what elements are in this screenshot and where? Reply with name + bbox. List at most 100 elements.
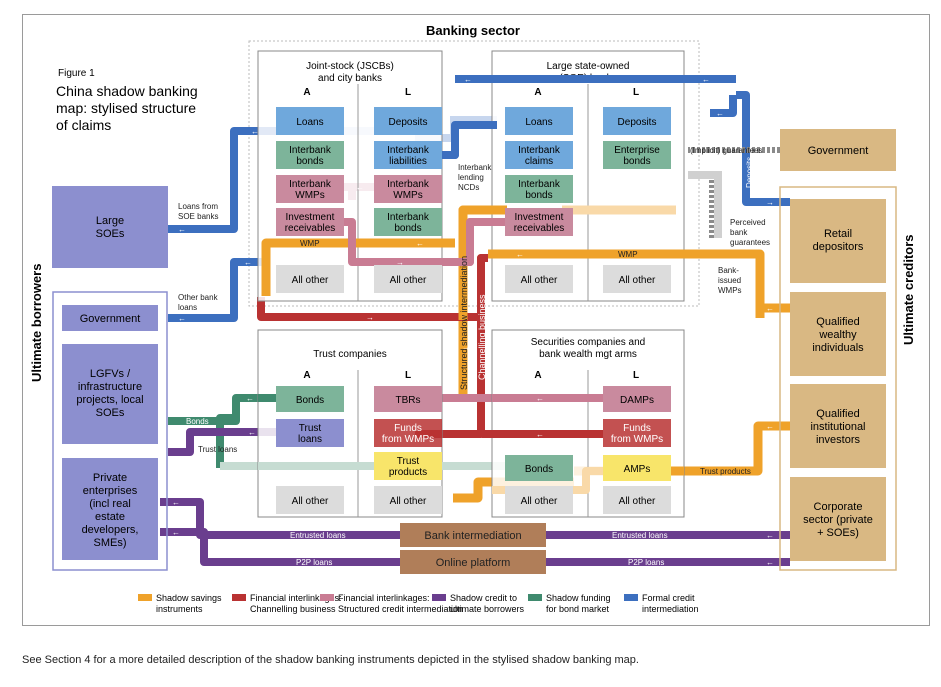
soe-title-1: Large state-owned xyxy=(547,61,630,72)
legend-label-5-1: intermediation xyxy=(642,604,699,614)
legend-label-1-0: Financial interlinkages: xyxy=(250,593,342,603)
arrow-18: ← xyxy=(766,531,774,540)
jscb-all-other-a-box xyxy=(276,265,344,293)
p2p-left-label: P2P loans xyxy=(296,558,332,567)
arrow-6: ← xyxy=(244,258,252,267)
soe-interbank-bonds-box xyxy=(505,175,573,203)
arrow-3: ← xyxy=(251,127,259,136)
online-platform-box xyxy=(400,550,546,574)
trust-tbrs-label: TBRs xyxy=(396,395,421,406)
ultimate-borrowers-label: Ultimate borrowers xyxy=(29,264,44,382)
bonds-to-lgfv-flow xyxy=(168,394,276,425)
arrow-4: ← xyxy=(178,225,186,234)
figure-caption: See Section 4 for a more detailed descri… xyxy=(22,654,639,666)
trust-products-box xyxy=(374,452,442,480)
p2p-right-label: P2P loans xyxy=(628,558,664,567)
soe-enterprise-bonds-box xyxy=(603,141,671,169)
jscb-interbank-bonds-l-box xyxy=(374,208,442,236)
securities-amps-box xyxy=(603,455,671,481)
jscb-col-a: A xyxy=(303,87,310,98)
structured-shadow-label: Structured shadow intermediation xyxy=(459,256,469,390)
arrow-13: ← xyxy=(536,394,544,403)
arrow-7: ← xyxy=(716,109,724,118)
arrow-10: ← xyxy=(516,250,524,259)
soe-loans-box xyxy=(505,107,573,135)
trust-bonds-box xyxy=(276,386,344,412)
legend-label-2-0: Financial interlinkages: xyxy=(338,593,430,603)
borrowers-group-outline xyxy=(52,291,168,571)
legend-label-5-0: Formal credit xyxy=(642,593,695,603)
wmp-soe-label: WMP xyxy=(618,250,638,259)
entrusted-loans-right-label: Entrusted loans xyxy=(612,531,668,540)
jscb-investment-receivables-box xyxy=(276,208,344,236)
band-arrows: ← ← ← ← ← ← ← → ← ← ← → ← ← ← ← ← ← ← ← … xyxy=(172,75,774,567)
large-soes-box xyxy=(52,186,168,268)
securities-col-l: L xyxy=(633,370,639,381)
soe-col-a: A xyxy=(534,87,541,98)
figure-frame xyxy=(22,14,930,626)
legend-label-3-0: Shadow credit to xyxy=(450,593,517,603)
trust-all-other-l-label: All other xyxy=(390,496,427,507)
soe-interbank-claims-box xyxy=(505,141,573,169)
legend-swatch-3 xyxy=(432,594,446,601)
trust-funds-wmps-box xyxy=(374,419,442,447)
arrow-24: → xyxy=(462,343,470,352)
trust-loans-flow-label: Trust loans xyxy=(198,445,237,454)
channelling-business-label: Channelling business xyxy=(477,294,487,380)
legend-swatch-1 xyxy=(232,594,246,601)
arrow-1: ← xyxy=(702,75,710,84)
soe-deposits-label: Deposits xyxy=(618,117,657,128)
soe-all-other-l-label: All other xyxy=(619,275,656,286)
securities-amps-label: AMPs xyxy=(624,464,651,475)
other-bank-loans-flow xyxy=(168,258,262,322)
figure-number: Figure 1 xyxy=(58,68,95,79)
banking-sector-outline xyxy=(248,40,700,307)
trust-col-a: A xyxy=(303,370,310,381)
securities-damps-label: DAMPs xyxy=(620,395,654,406)
arrow-16: ← xyxy=(248,428,256,437)
legend-swatch-2 xyxy=(320,594,334,601)
jscb-all-other-a-label: All other xyxy=(292,275,329,286)
deposits-to-retail-flow xyxy=(742,186,790,206)
soe-investment-receivables-box xyxy=(505,208,573,236)
securities-col-a: A xyxy=(534,370,541,381)
securities-title-1: Securities companies and xyxy=(531,337,646,348)
arrow-8: → xyxy=(766,198,774,207)
trust-all-other-a-label: All other xyxy=(292,496,329,507)
securities-all-other-a-label: All other xyxy=(521,496,558,507)
legend-label-0-1: instruments xyxy=(156,604,203,614)
structured-over xyxy=(458,205,507,320)
arrow-14: ← xyxy=(536,430,544,439)
legend-swatch-4 xyxy=(528,594,542,601)
securities-title-2: bank wealth mgt arms xyxy=(539,349,637,360)
bank-intermediation-box xyxy=(400,523,546,547)
bonds-flow-label: Bonds xyxy=(186,417,209,426)
deposits-flow-label: Deposits xyxy=(745,157,754,188)
guarantee-light-flow xyxy=(688,171,722,238)
securities-bonds-label: Bonds xyxy=(525,464,553,475)
qualified-wealthy-box xyxy=(790,292,886,376)
jscb-interbank-wmps-box xyxy=(276,175,344,203)
legend-label-2-1: Structured credit intermediation xyxy=(338,604,463,614)
securities-all-other-a-box xyxy=(505,486,573,514)
borrower-government-label: Government xyxy=(80,313,141,325)
securities-funds-wmps-box xyxy=(603,419,671,447)
